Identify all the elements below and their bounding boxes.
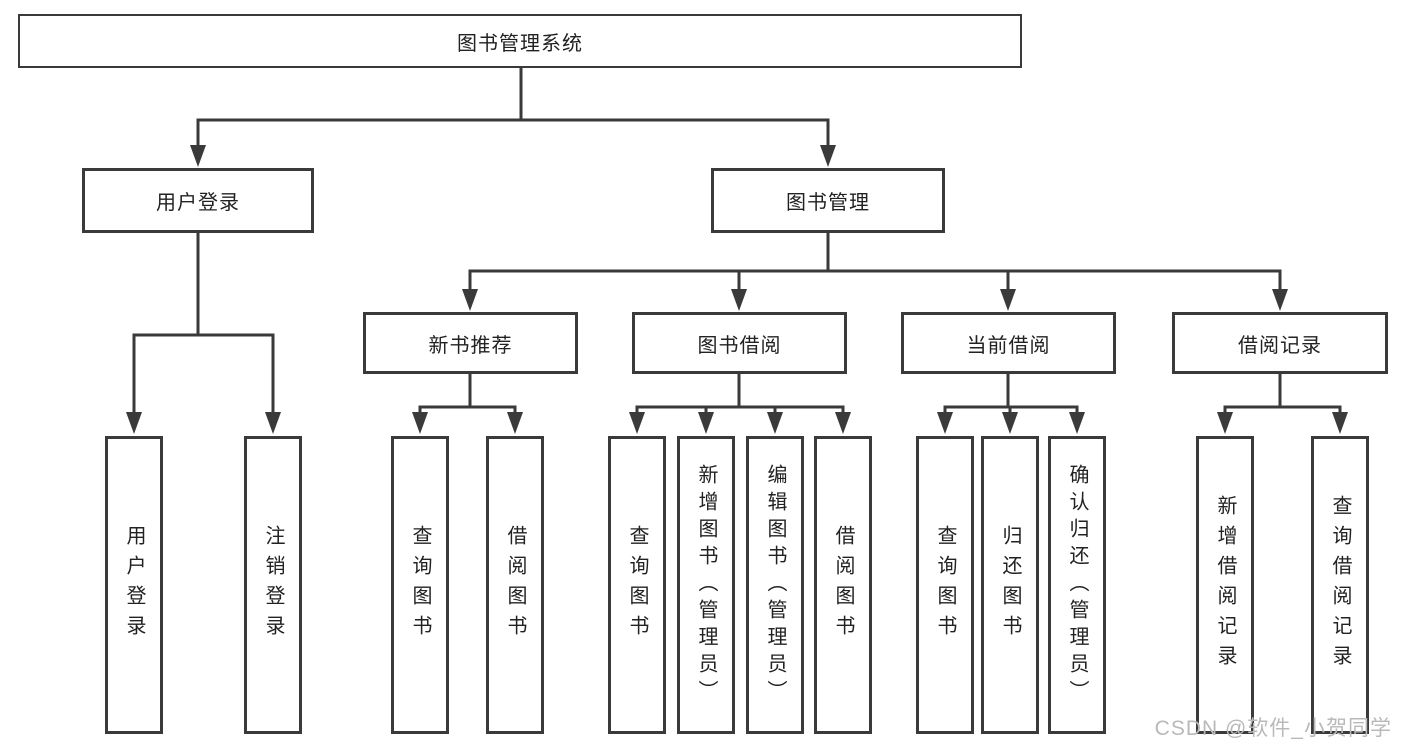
- node-leaf-logout: 注销登录: [244, 436, 302, 734]
- edge-new-book-rec-to-children: [412, 374, 523, 434]
- edge-borrow-record-to-children: [1217, 374, 1348, 434]
- node-user-login: 用户登录: [82, 168, 314, 233]
- edge-root-to-children: [190, 68, 836, 167]
- node-leaf-user-login-label: 用户登录: [123, 525, 145, 645]
- node-leaf-add-book-label: 新增图书（管理员）: [695, 463, 717, 707]
- node-book-mgmt: 图书管理: [711, 168, 945, 233]
- node-leaf-edit-book: 编辑图书（管理员）: [746, 436, 804, 734]
- watermark: CSDN @软件_小贺同学: [1154, 717, 1392, 740]
- node-leaf-add-record: 新增借阅记录: [1196, 436, 1254, 734]
- node-leaf-add-record-label: 新增借阅记录: [1214, 495, 1236, 675]
- edge-book-borrow-to-children: [629, 374, 851, 434]
- node-leaf-user-login: 用户登录: [105, 436, 163, 734]
- node-leaf-borrow-book-1: 借阅图书: [486, 436, 544, 734]
- node-leaf-query-book-1: 查询图书: [391, 436, 449, 734]
- node-leaf-query-book-2: 查询图书: [608, 436, 666, 734]
- node-leaf-return-book: 归还图书: [981, 436, 1039, 734]
- node-leaf-query-book-2-label: 查询图书: [626, 525, 648, 645]
- node-new-book-rec: 新书推荐: [363, 312, 578, 374]
- node-borrow-record-label: 借阅记录: [1238, 334, 1322, 357]
- node-user-login-label: 用户登录: [156, 192, 240, 214]
- node-current-borrow-label: 当前借阅: [966, 334, 1051, 357]
- node-book-borrow: 图书借阅: [632, 312, 847, 374]
- node-current-borrow: 当前借阅: [901, 312, 1116, 374]
- node-leaf-query-book-1-label: 查询图书: [409, 525, 431, 645]
- node-leaf-query-record: 查询借阅记录: [1311, 436, 1369, 734]
- node-leaf-borrow-book-2-label: 借阅图书: [832, 525, 854, 645]
- edge-user-login-to-children: [126, 233, 281, 434]
- node-borrow-record: 借阅记录: [1172, 312, 1388, 374]
- node-leaf-edit-book-label: 编辑图书（管理员）: [764, 463, 786, 707]
- edge-current-borrow-to-children: [937, 374, 1085, 434]
- node-book-mgmt-label: 图书管理: [786, 192, 870, 214]
- node-root: 图书管理系统: [18, 14, 1022, 68]
- node-leaf-logout-label: 注销登录: [262, 525, 284, 645]
- node-leaf-query-book-3-label: 查询图书: [934, 525, 956, 645]
- node-leaf-query-book-3: 查询图书: [916, 436, 974, 734]
- node-leaf-query-record-label: 查询借阅记录: [1329, 495, 1351, 675]
- node-book-borrow-label: 图书借阅: [697, 334, 782, 357]
- node-leaf-add-book: 新增图书（管理员）: [677, 436, 735, 734]
- node-leaf-borrow-book-1-label: 借阅图书: [504, 525, 526, 645]
- edge-book-mgmt-to-children: [462, 233, 1288, 311]
- node-leaf-borrow-book-2: 借阅图书: [814, 436, 872, 734]
- node-leaf-confirm-return: 确认归还（管理员）: [1048, 436, 1106, 734]
- node-root-label: 图书管理系统: [457, 32, 583, 55]
- node-leaf-return-book-label: 归还图书: [999, 525, 1021, 645]
- node-new-book-rec-label: 新书推荐: [428, 334, 513, 357]
- node-leaf-confirm-return-label: 确认归还（管理员）: [1066, 463, 1088, 707]
